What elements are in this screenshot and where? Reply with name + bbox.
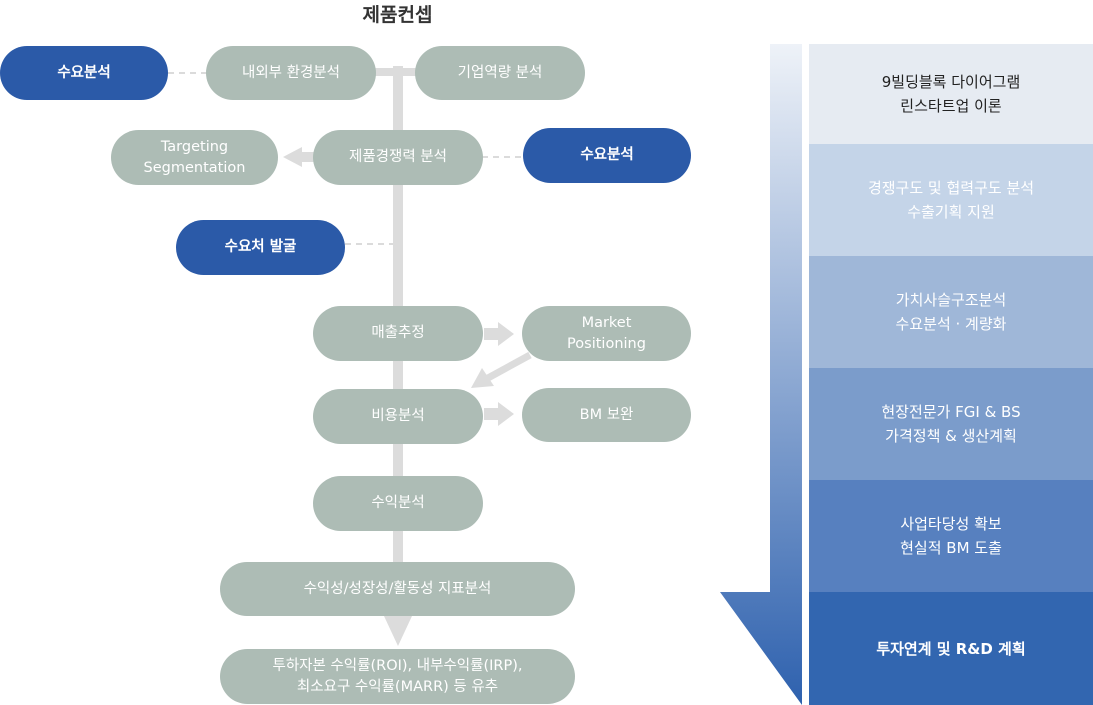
cost-analysis-node: 비용분석 (313, 389, 483, 444)
demand-analysis-node: 수요분석 (0, 46, 168, 100)
environment-analysis-node: 내외부 환경분석 (206, 46, 376, 100)
targeting-segmentation-node: Targeting Segmentation (111, 130, 278, 185)
panel-step-1: 9빌딩블록 다이어그램 린스타트업 이론 (809, 44, 1093, 144)
diagonal-line (486, 351, 532, 382)
right-arrow (484, 322, 514, 346)
panel-step-6: 투자연계 및 R&D 계획 (809, 592, 1093, 705)
diagonal-arrow-head (471, 368, 494, 388)
competitiveness-analysis-node: 제품경쟁력 분석 (313, 130, 483, 185)
demand-analysis-node-2: 수요분석 (523, 128, 691, 183)
panel-step-4: 현장전문가 FGI & BS 가격정책 & 생산계획 (809, 368, 1093, 480)
indicator-analysis-node: 수익성/성장성/활동성 지표분석 (220, 562, 575, 616)
top-connector (370, 68, 425, 76)
customer-discovery-node: 수요처 발굴 (176, 220, 345, 275)
bm-supplement-node: BM 보완 (522, 388, 691, 442)
left-arrow (283, 147, 316, 167)
return-estimation-node: 투하자본 수익률(ROI), 내부수익률(IRP), 최소요구 수익률(MARR… (220, 649, 575, 704)
profit-analysis-node: 수익분석 (313, 476, 483, 531)
diagram-title: 제품컨셉 (362, 4, 433, 26)
panel-step-3: 가치사슬구조분석 수요분석 · 계량화 (809, 256, 1093, 368)
process-arrow-bar (720, 44, 802, 705)
down-arrow (384, 616, 412, 646)
capability-analysis-node: 기업역량 분석 (415, 46, 585, 100)
market-positioning-node: Market Positioning (522, 306, 691, 361)
sales-estimate-node: 매출추정 (313, 306, 483, 361)
panel-step-2: 경쟁구도 및 협력구도 분석 수출기획 지원 (809, 144, 1093, 256)
panel-step-5: 사업타당성 확보 현실적 BM 도출 (809, 480, 1093, 592)
right-arrow (484, 402, 514, 426)
